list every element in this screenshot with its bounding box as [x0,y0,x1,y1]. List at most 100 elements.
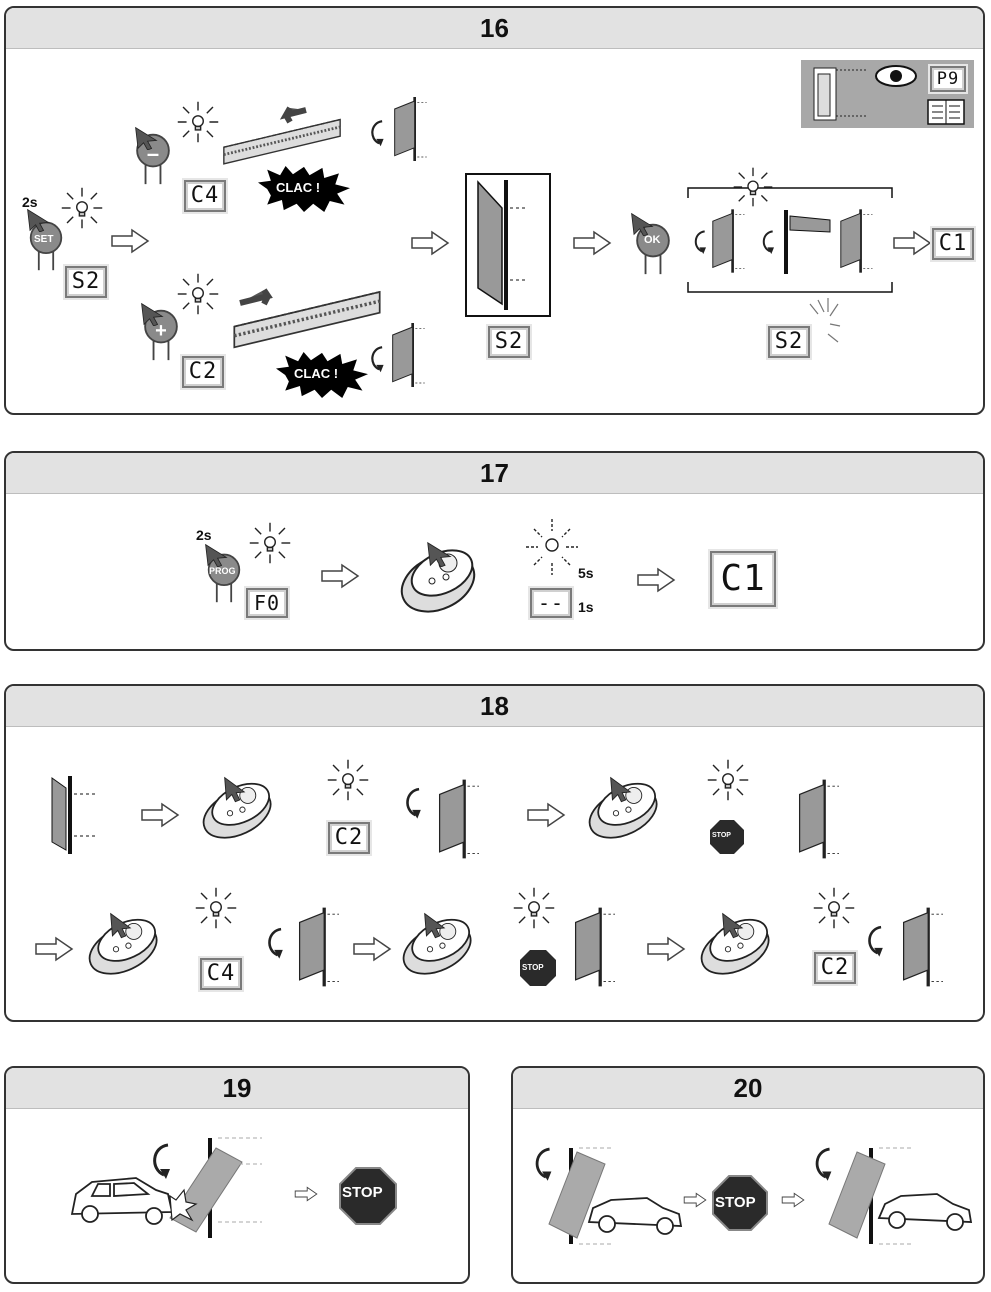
next-step-arrow-icon [781,1192,805,1208]
direction-arrow-left [279,106,307,124]
gate-icon [573,906,617,988]
panel-17-title: 17 [6,453,983,494]
panel-19-diagram [70,1137,397,1238]
remote-control-icon [84,910,164,976]
next-step-arrow-icon [683,1192,707,1208]
lcd-display: C1 [932,228,974,260]
prog-button [207,553,241,604]
next-step-arrow-icon [353,937,391,961]
flashing-light-icon [813,887,855,929]
next-step-arrow-icon [411,231,449,255]
flashing-light-icon [177,101,219,143]
gate-icon [391,321,426,389]
gate-icon [51,776,96,854]
panel-17-diagram [205,519,675,613]
prog-time-label: 2s [196,527,212,543]
stop-sign-icon [710,820,744,854]
clac-label: CLAC ! [276,180,321,195]
next-step-arrow-icon [294,1186,318,1202]
lcd-display: C2 [328,822,370,854]
panel-16-title: 16 [6,8,983,49]
panel-18-diagram [35,759,945,988]
stop-label: STOP [715,1194,756,1211]
next-step-arrow-icon [111,229,149,253]
lcd-display: C2 [814,952,856,984]
stop-sign-icon [712,1175,768,1231]
time-1s-label: 1s [578,599,594,615]
bracket-top [687,187,893,198]
rotation-arrow-icon [762,230,776,256]
panel-18-title: 18 [6,686,983,727]
next-step-arrow-icon [321,564,359,588]
gate-icon [169,1137,262,1238]
bracket-bottom [687,282,893,293]
panel-17: 17 2s PROG F0 -- 5s 1s C1 [4,451,985,651]
gate-icon [901,906,945,988]
lcd-display: C4 [200,958,242,990]
gate-icon [711,208,746,274]
panel-19-title: 19 [6,1068,468,1109]
flashing-light-icon [61,187,103,229]
rotation-arrow-icon [371,120,385,148]
rotation-arrow-icon [268,927,285,961]
gate-icon [437,778,481,860]
car-icon [70,1177,174,1225]
remote-control-icon [198,774,278,840]
panel-20-diagram [535,1147,973,1245]
lcd-display: F0 [246,588,288,618]
next-step-arrow-icon [573,231,611,255]
reference-page-display: P9 [930,66,966,92]
lcd-display: S2 [488,326,530,358]
time-5s-label: 5s [578,565,594,581]
lcd-display: S2 [768,326,810,358]
ok-button-label: OK [644,234,661,246]
flashing-light-icon [526,519,578,575]
flashing-light-icon [195,887,237,929]
lcd-display: C1 [710,551,776,607]
panel-20-title: 20 [513,1068,983,1109]
flashing-light-icon [177,273,219,315]
panel-19: 19 STOP [4,1066,470,1284]
gate-icon [477,180,526,310]
gate-icon [828,1147,913,1245]
direction-arrow-right [239,288,273,306]
rotation-arrow-icon [153,1143,172,1181]
rotation-arrow-icon [868,925,885,959]
gate-icon [797,778,841,860]
stop-label: STOP [342,1184,383,1201]
remote-control-icon [696,910,776,976]
rotation-arrow-icon [694,230,708,256]
set-button-label: SET [34,234,54,245]
stop-sign-icon [520,950,556,986]
lcd-display: -- [530,588,572,618]
clac-label: CLAC ! [294,366,339,381]
impact-burst-icon [169,1188,198,1222]
remote-control-icon [398,910,478,976]
panel-16: 16 [4,6,985,415]
car-icon [587,1197,683,1235]
stop-sign-icon [339,1167,397,1225]
set-time-label: 2s [22,194,38,210]
next-step-arrow-icon [527,803,565,827]
plus-sign: + [155,320,167,342]
gate-icon [784,210,831,274]
rotation-arrow-icon [371,346,385,374]
remote-control-icon [584,774,664,840]
blink-rays [809,298,841,343]
rotation-arrow-icon [535,1147,553,1183]
panel-20: 20 STOP [511,1066,985,1284]
gate-icon [839,208,874,274]
lcd-display: C2 [182,356,224,388]
car-icon [877,1193,973,1231]
gate-icon [393,95,428,163]
next-step-arrow-icon [893,231,931,255]
panel-18: 18 [4,684,985,1022]
flashing-light-icon [513,887,555,929]
flashing-light-icon [249,522,291,564]
stop-label: STOP [712,832,731,839]
next-step-arrow-icon [647,937,685,961]
gate-icon [548,1147,613,1245]
flashing-light-icon [327,759,369,801]
lcd-display: C4 [184,180,226,212]
next-step-arrow-icon [35,937,73,961]
